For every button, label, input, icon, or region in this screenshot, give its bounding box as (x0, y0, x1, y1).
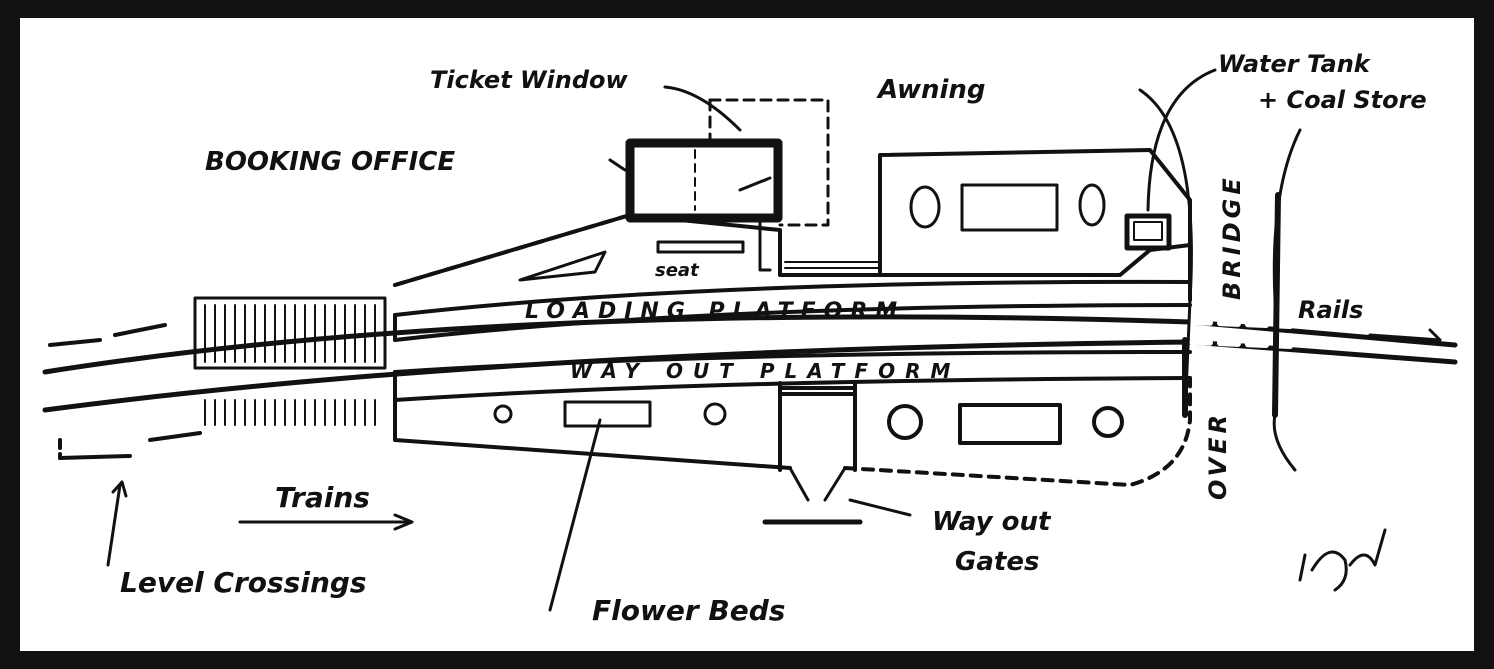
trains-direction-arrow (238, 513, 414, 531)
label-way-out-platform: WAY OUT PLATFORM (570, 359, 960, 383)
label-way-out: Way out (932, 507, 1052, 537)
label-gates: Gates (955, 547, 1039, 577)
label-bridge: BRIDGE (1218, 174, 1246, 300)
booking-office (625, 138, 783, 272)
artist-signature (1298, 528, 1387, 592)
label-water-tank: Water Tank (1218, 50, 1372, 78)
level-crossings (48, 296, 387, 460)
label-awning: Awning (876, 75, 986, 105)
paper-background (20, 18, 1474, 651)
awning (708, 98, 830, 227)
seat (656, 240, 745, 254)
label-booking-office: BOOKING OFFICE (205, 147, 455, 177)
way-out-platform (393, 350, 1192, 525)
pointer-arrows (106, 68, 1442, 612)
label-over: OVER (1204, 411, 1232, 500)
label-loading-platform: LOADING PLATFORM (525, 299, 905, 324)
label-level-crossings: Level Crossings (120, 566, 367, 599)
bridge (1138, 88, 1302, 472)
label-rails: Rails (1298, 296, 1363, 324)
label-flower-beds: Flower Beds (592, 594, 785, 627)
label-trains: Trains (275, 481, 370, 514)
water-tank (1124, 213, 1172, 251)
label-ticket-window: Ticket Window (430, 66, 628, 94)
label-coal-store: + Coal Store (1258, 86, 1427, 114)
label-seat: seat (655, 260, 700, 281)
